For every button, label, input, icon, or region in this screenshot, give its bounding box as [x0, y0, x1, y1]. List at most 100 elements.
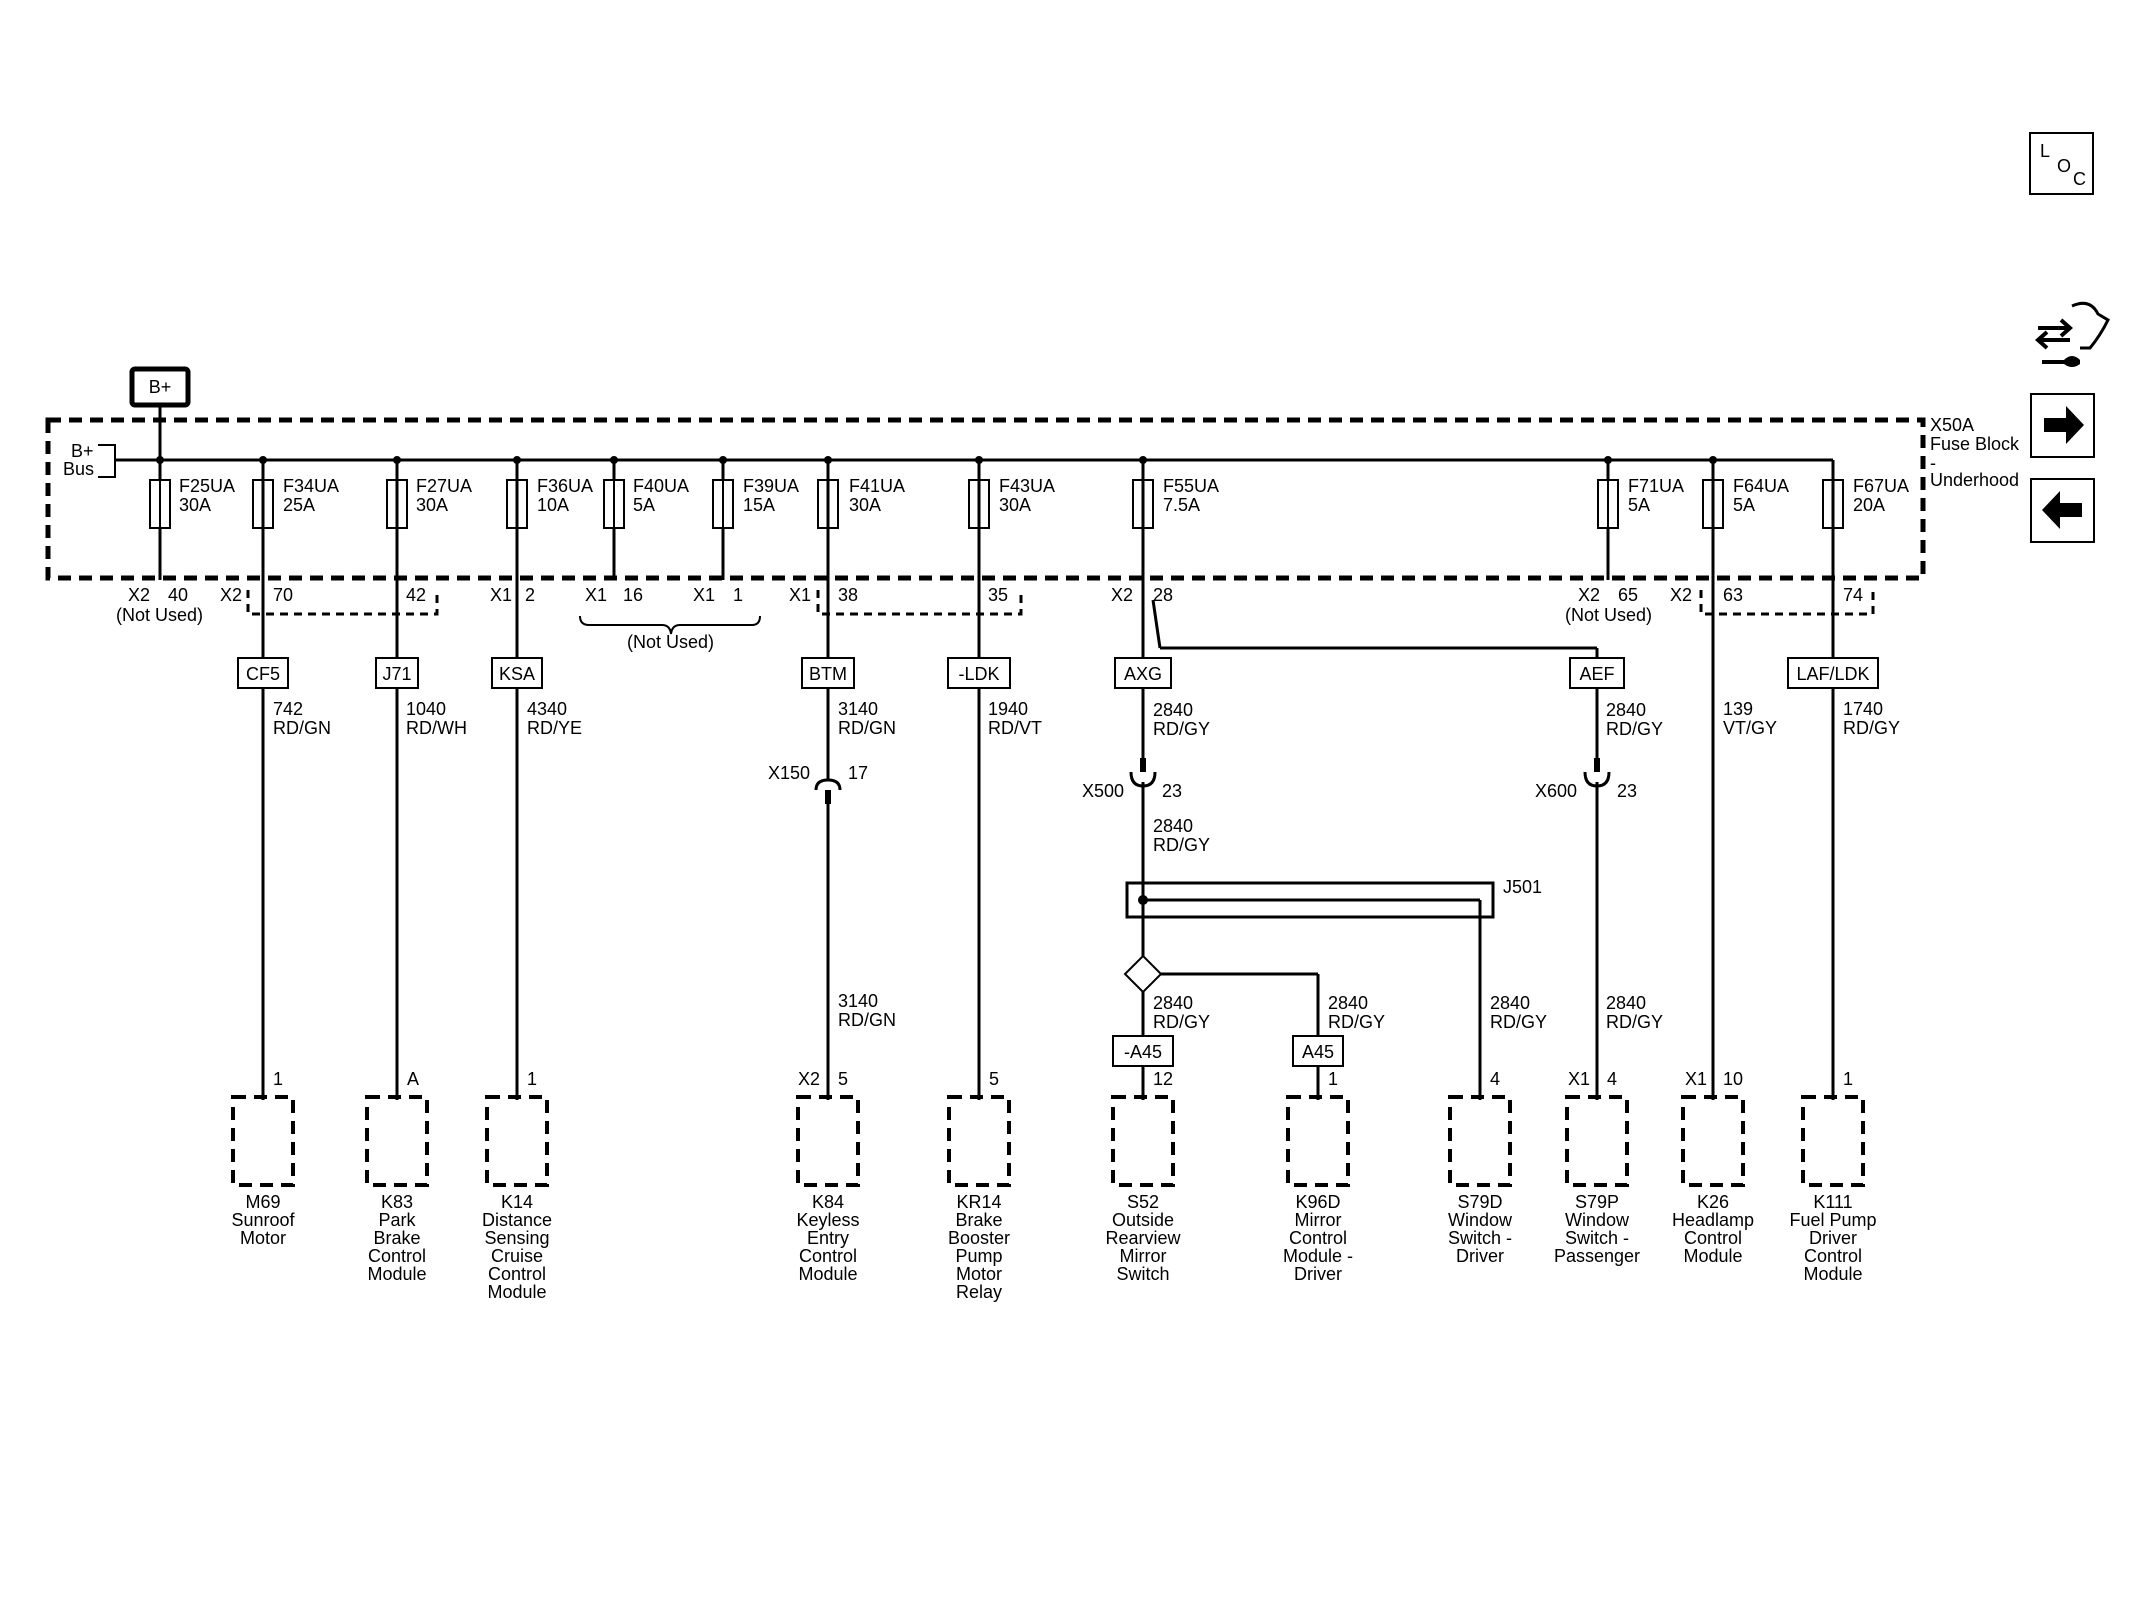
svg-text:BTM: BTM [809, 664, 847, 684]
svg-text:Pump: Pump [955, 1246, 1002, 1266]
svg-text:F64UA: F64UA [1733, 476, 1789, 496]
svg-text:Control: Control [488, 1264, 546, 1284]
svg-text:4: 4 [1607, 1069, 1617, 1089]
svg-text:Entry: Entry [807, 1228, 849, 1248]
svg-text:RD/GY: RD/GY [1843, 718, 1900, 738]
svg-text:Window: Window [1565, 1210, 1630, 1230]
svg-text:X150: X150 [768, 763, 810, 783]
svg-text:X2: X2 [798, 1069, 820, 1089]
svg-text:Window: Window [1448, 1210, 1513, 1230]
svg-text:Booster: Booster [948, 1228, 1010, 1248]
svg-text:RD/GY: RD/GY [1153, 835, 1210, 855]
svg-text:63: 63 [1723, 585, 1743, 605]
svg-text:F41UA: F41UA [849, 476, 905, 496]
svg-text:F67UA: F67UA [1853, 476, 1909, 496]
svg-text:Bus: Bus [63, 459, 94, 479]
svg-text:74: 74 [1843, 585, 1863, 605]
fuse-block-pins: X2 40 (Not Used) X2 70 42 X1 2 X1 16 X1 … [116, 585, 1863, 652]
svg-text:F71UA: F71UA [1628, 476, 1684, 496]
fuse-f41ua: F41UA 30A [817, 476, 905, 529]
shared-connector-outlines [246, 590, 1875, 635]
svg-text:AXG: AXG [1124, 664, 1162, 684]
svg-text:RD/GY: RD/GY [1328, 1012, 1385, 1032]
svg-text:F34UA: F34UA [283, 476, 339, 496]
component-k83: A K83 Park Brake Control Module [365, 1069, 429, 1284]
svg-text:S79D: S79D [1457, 1192, 1502, 1212]
svg-text:15A: 15A [743, 495, 775, 515]
svg-text:Module: Module [367, 1264, 426, 1284]
svg-text:X50A: X50A [1930, 415, 1974, 435]
svg-text:28: 28 [1153, 585, 1173, 605]
fuse-f67ua: F67UA 20A [1822, 476, 1909, 529]
svg-text:RD/GN: RD/GN [273, 718, 331, 738]
svg-text:Switch -: Switch - [1565, 1228, 1629, 1248]
svg-text:Keyless: Keyless [796, 1210, 859, 1230]
svg-text:Headlamp: Headlamp [1672, 1210, 1754, 1230]
svg-text:3140: 3140 [838, 699, 878, 719]
svg-text:S52: S52 [1127, 1192, 1159, 1212]
svg-text:38: 38 [838, 585, 858, 605]
option-box-cf5: CF5 [237, 657, 289, 689]
svg-text:40: 40 [168, 585, 188, 605]
svg-text:RD/GY: RD/GY [1606, 1012, 1663, 1032]
svg-text:1: 1 [273, 1069, 283, 1089]
service-info-icon[interactable] [2034, 301, 2110, 367]
svg-text:X1: X1 [1685, 1069, 1707, 1089]
svg-text:-A45: -A45 [1124, 1042, 1162, 1062]
svg-text:30A: 30A [179, 495, 211, 515]
option-box-btm: BTM [801, 657, 855, 689]
previous-page-button[interactable] [2030, 478, 2095, 543]
svg-text:20A: 20A [1853, 495, 1885, 515]
fuse-f36ua: F36UA 10A [506, 476, 593, 529]
svg-text:Module: Module [487, 1282, 546, 1302]
svg-text:5A: 5A [1628, 495, 1650, 515]
component-kr14: 5 KR14 Brake Booster Pump Motor Relay [947, 1069, 1011, 1302]
svg-text:RD/GN: RD/GN [838, 718, 896, 738]
option-box-j71: J71 [375, 657, 419, 689]
svg-text:7.5A: 7.5A [1163, 495, 1200, 515]
svg-text:X1: X1 [490, 585, 512, 605]
svg-text:Driver: Driver [1294, 1264, 1342, 1284]
splice-j501: J501 [1125, 877, 1542, 919]
svg-text:2840: 2840 [1153, 700, 1193, 720]
svg-text:J71: J71 [382, 664, 411, 684]
svg-text:K84: K84 [812, 1192, 844, 1212]
svg-text:CF5: CF5 [246, 664, 280, 684]
svg-text:X1: X1 [1568, 1069, 1590, 1089]
svg-text:Distance: Distance [482, 1210, 552, 1230]
svg-text:35: 35 [988, 585, 1008, 605]
svg-text:B+: B+ [71, 441, 94, 461]
svg-text:K14: K14 [501, 1192, 533, 1212]
location-button[interactable]: L O C [2029, 132, 2094, 195]
bplus-source: B+ [129, 366, 191, 460]
svg-text:Outside: Outside [1112, 1210, 1174, 1230]
svg-text:-LDK: -LDK [958, 664, 999, 684]
svg-text:AEF: AEF [1579, 664, 1614, 684]
fuse-f64ua: F64UA 5A [1702, 476, 1789, 529]
svg-text:X1: X1 [789, 585, 811, 605]
svg-text:12: 12 [1153, 1069, 1173, 1089]
bplus-bus-label: B+ Bus [63, 441, 116, 479]
option-box-axg: AXG [1114, 657, 1172, 689]
svg-text:Switch -: Switch - [1448, 1228, 1512, 1248]
next-page-button[interactable] [2030, 393, 2095, 458]
svg-text:5A: 5A [1733, 495, 1755, 515]
svg-text:4: 4 [1490, 1069, 1500, 1089]
svg-text:Switch: Switch [1116, 1264, 1169, 1284]
svg-text:KR14: KR14 [956, 1192, 1001, 1212]
option-box-ldk: -LDK [947, 657, 1011, 689]
component-k111: 1 K111 Fuel Pump Driver Control Module [1789, 1069, 1876, 1284]
svg-text:RD/VT: RD/VT [988, 718, 1042, 738]
svg-text:Control: Control [1289, 1228, 1347, 1248]
svg-text:K83: K83 [381, 1192, 413, 1212]
svg-text:F55UA: F55UA [1163, 476, 1219, 496]
svg-text:VT/GY: VT/GY [1723, 718, 1777, 738]
component-k84: X2 5 K84 Keyless Entry Control Module [796, 1069, 860, 1284]
svg-text:Motor: Motor [956, 1264, 1002, 1284]
svg-text:5: 5 [989, 1069, 999, 1089]
fuse-f55ua: F55UA 7.5A [1132, 476, 1219, 529]
fuse-f43ua: F43UA 30A [968, 476, 1055, 529]
fuse-block-outline [45, 417, 1926, 581]
svg-text:X2: X2 [1111, 585, 1133, 605]
